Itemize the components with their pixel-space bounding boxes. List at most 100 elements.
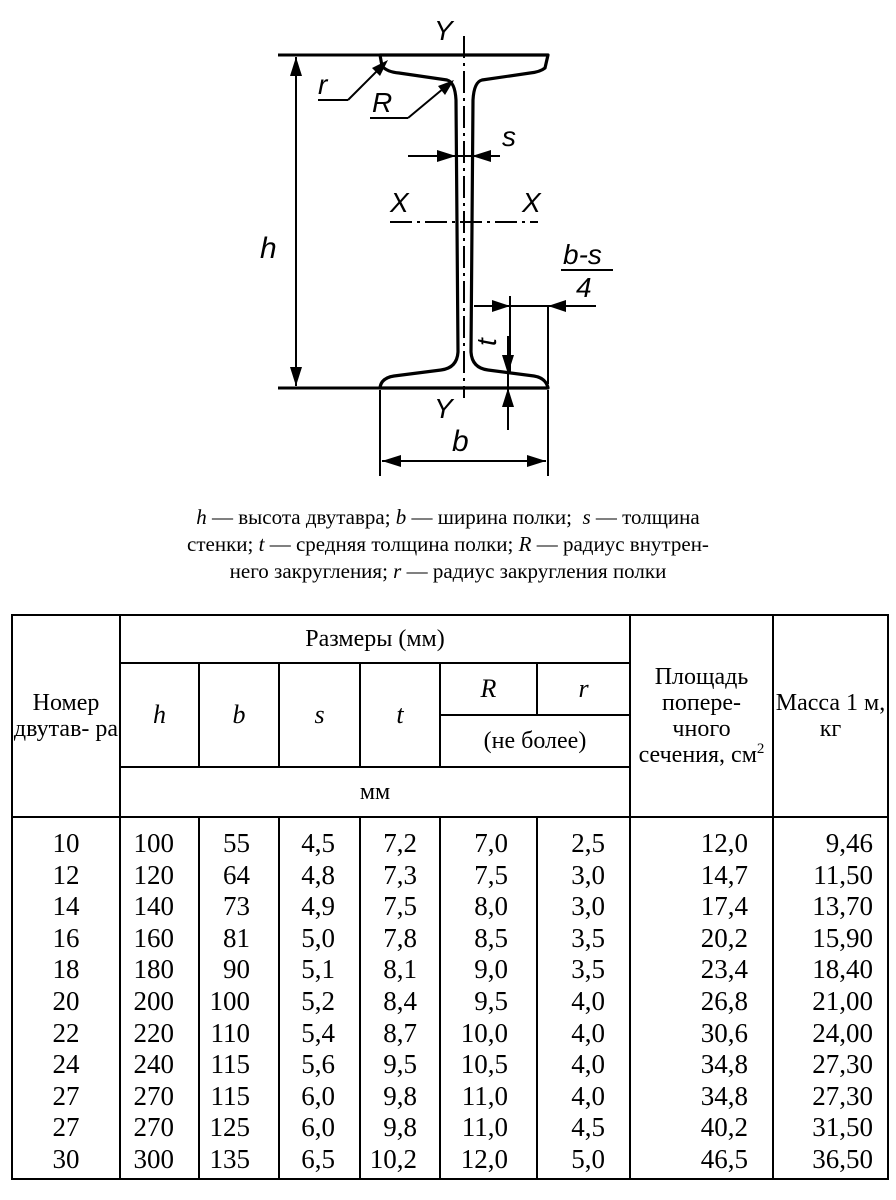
table-cell: 9,5	[359, 1049, 441, 1081]
table-cell: 10,0	[439, 1017, 538, 1050]
header-b: b	[198, 662, 280, 768]
table-cell: 110	[198, 1017, 280, 1050]
table-cell: 20,2	[629, 922, 774, 955]
table-cell: 180	[119, 954, 200, 986]
table-cell: 7,5	[439, 859, 538, 892]
table-cell: 8,4	[359, 985, 441, 1018]
table-cell: 12,0	[439, 1143, 538, 1180]
table-cell: 9,8	[359, 1112, 441, 1144]
table-cell: 135	[198, 1143, 280, 1180]
table-cell: 27,30	[772, 1049, 889, 1081]
table-cell: 34,8	[629, 1080, 774, 1113]
y-axis-label-top: Y	[434, 15, 455, 46]
header-s: s	[278, 662, 361, 768]
table-cell: 16	[11, 922, 121, 955]
fraction-denominator: 4	[576, 272, 592, 303]
table-cell: 100	[198, 985, 280, 1018]
table-cell: 240	[119, 1049, 200, 1081]
t-dimension-label: t	[471, 337, 502, 346]
table-cell: 125	[198, 1112, 280, 1144]
header-R: R	[439, 662, 538, 716]
table-cell: 14,7	[629, 859, 774, 892]
table-cell: 6,5	[278, 1143, 361, 1180]
s-dimension-label: s	[502, 121, 516, 152]
legend-line-3: него закругления; r — радиус закругления…	[229, 559, 667, 583]
table-cell: 5,0	[536, 1143, 631, 1180]
table-cell: 14	[11, 891, 121, 923]
table-cell: 30,6	[629, 1017, 774, 1050]
header-t: t	[359, 662, 441, 768]
table-cell: 31,50	[772, 1112, 889, 1144]
table-cell: 3,0	[536, 859, 631, 892]
table-cell: 3,5	[536, 954, 631, 986]
legend-line-1: h — высота двутавра; b — ширина полки; s…	[196, 505, 700, 529]
header-dimensions: Размеры (мм)	[119, 614, 631, 664]
table-cell: 21,00	[772, 985, 889, 1018]
table-cell: 8,7	[359, 1017, 441, 1050]
table-cell: 4,0	[536, 985, 631, 1018]
table-cell: 270	[119, 1112, 200, 1144]
table-cell: 7,0	[439, 817, 538, 860]
table-cell: 300	[119, 1143, 200, 1180]
table-cell: 11,0	[439, 1080, 538, 1113]
legend-line-2: стенки; t — средняя толщина полки; R — р…	[187, 532, 709, 556]
table-cell: 11,50	[772, 859, 889, 892]
table-cell: 4,5	[278, 817, 361, 860]
table-cell: 90	[198, 954, 280, 986]
header-number: Номер двутав- ра	[11, 614, 121, 818]
table-cell: 23,4	[629, 954, 774, 986]
beam-properties-table: Номер двутав- ра Размеры (мм) Площадь по…	[11, 614, 889, 1180]
table-cell: 8,0	[439, 891, 538, 923]
fraction-numerator: b-s	[563, 239, 602, 270]
table-cell: 115	[198, 1080, 280, 1113]
table-cell: 30	[11, 1143, 121, 1180]
table-cell: 7,5	[359, 891, 441, 923]
header-mm: мм	[119, 766, 631, 818]
h-dimension-label: h	[260, 232, 277, 265]
table-cell: 7,8	[359, 922, 441, 955]
table-cell: 34,8	[629, 1049, 774, 1081]
table-cell: 22	[11, 1017, 121, 1050]
table-cell: 12,0	[629, 817, 774, 860]
table-cell: 200	[119, 985, 200, 1018]
table-cell: 4,0	[536, 1049, 631, 1081]
table-cell: 4,9	[278, 891, 361, 923]
table-cell: 46,5	[629, 1143, 774, 1180]
table-cell: 3,5	[536, 922, 631, 955]
drawing-legend: h — высота двутавра; b — ширина полки; s…	[100, 504, 796, 585]
table-cell: 15,90	[772, 922, 889, 955]
table-cell: 2,5	[536, 817, 631, 860]
table-cell: 64	[198, 859, 280, 892]
table-cell: 27	[11, 1080, 121, 1113]
table-cell: 10,2	[359, 1143, 441, 1180]
table-cell: 5,6	[278, 1049, 361, 1081]
table-cell: 55	[198, 817, 280, 860]
y-axis-label-bottom: Y	[434, 393, 455, 424]
table-cell: 270	[119, 1080, 200, 1113]
table-cell: 7,3	[359, 859, 441, 892]
table-cell: 17,4	[629, 891, 774, 923]
table-cell: 160	[119, 922, 200, 955]
b-dimension-label: b	[452, 425, 469, 458]
i-beam-drawing: Y Y X X h b s r R b-s 4 t	[260, 15, 613, 476]
table-cell: 24,00	[772, 1017, 889, 1050]
table-cell: 8,5	[439, 922, 538, 955]
table-cell: 100	[119, 817, 200, 860]
header-mass: Масса 1 м, кг	[772, 614, 889, 818]
header-not-more: (не более)	[439, 714, 631, 768]
table-cell: 81	[198, 922, 280, 955]
table-cell: 11,0	[439, 1112, 538, 1144]
table-cell: 5,1	[278, 954, 361, 986]
table-cell: 5,2	[278, 985, 361, 1018]
table-cell: 6,0	[278, 1080, 361, 1113]
